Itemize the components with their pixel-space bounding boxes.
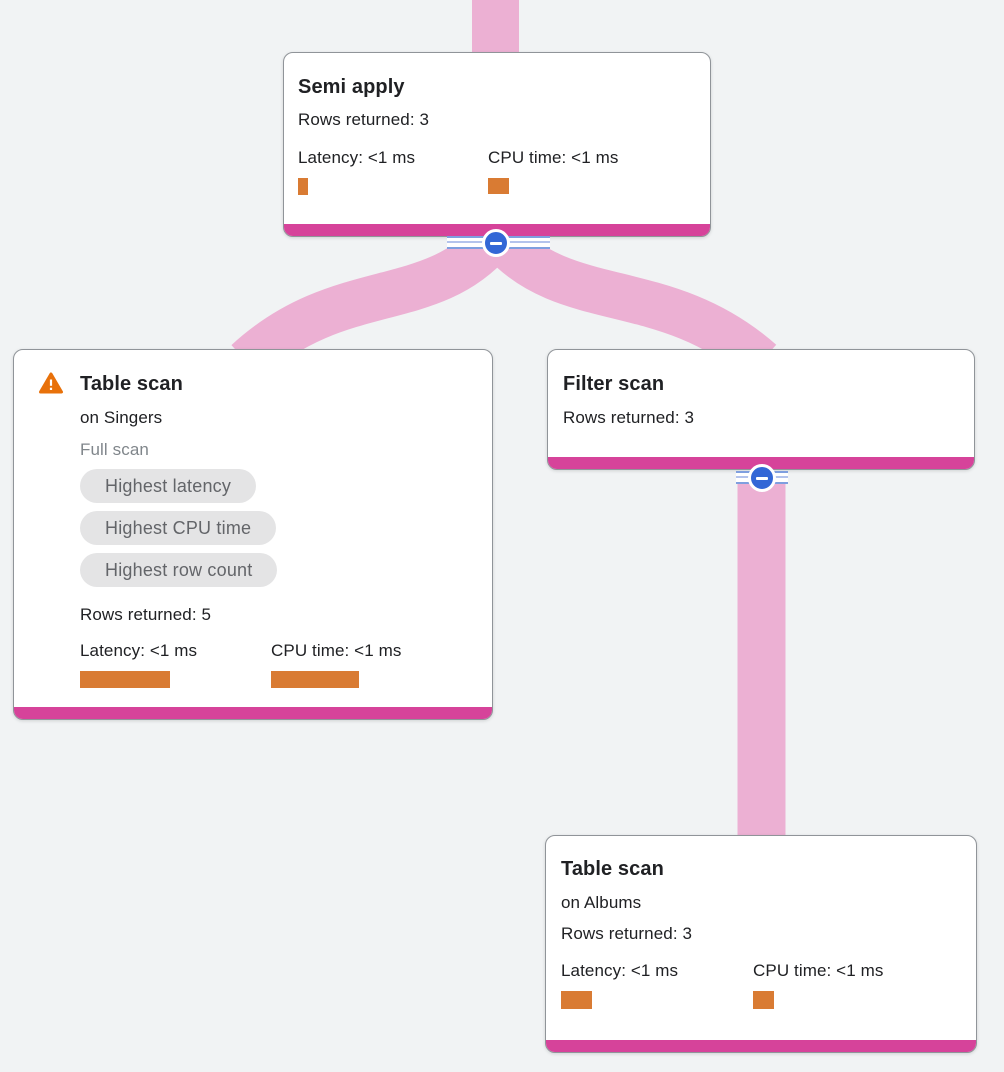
collapse-button-filter-scan[interactable] xyxy=(736,464,788,492)
rows-returned-label: Rows returned: 3 xyxy=(563,408,695,427)
node-footer-stripe xyxy=(546,1040,976,1052)
node-title: Semi apply xyxy=(298,76,405,98)
scan-type-label: Full scan xyxy=(80,440,149,459)
rows-returned-label: Rows returned: 5 xyxy=(80,605,212,624)
cpu-label: CPU time: <1 ms xyxy=(488,148,619,167)
node-footer-stripe xyxy=(548,457,974,469)
node-semi-apply[interactable]: Semi apply Rows returned: 3 Latency: <1 … xyxy=(283,52,711,237)
collapse-minus-icon[interactable] xyxy=(482,229,510,257)
edge-semi-apply-to-table-scan-singers xyxy=(231,224,510,380)
node-table-scan-albums[interactable]: Table scan on Albums Rows returned: 3 La… xyxy=(545,835,977,1053)
cpu-metric: CPU time: <1 ms xyxy=(488,147,618,195)
collapse-button-semi-apply[interactable] xyxy=(447,229,550,257)
node-title: Table scan xyxy=(80,373,183,395)
cpu-label: CPU time: <1 ms xyxy=(753,961,884,980)
rows-returned-label: Rows returned: 3 xyxy=(298,110,430,129)
cpu-bar xyxy=(753,991,774,1009)
latency-bar xyxy=(80,671,170,688)
cpu-label: CPU time: <1 ms xyxy=(271,641,402,660)
badge-highest-cpu-time: Highest CPU time xyxy=(80,511,277,545)
latency-metric: Latency: <1 ms xyxy=(298,147,488,195)
badge-list: Highest latency Highest CPU time Highest… xyxy=(80,469,476,595)
cpu-bar xyxy=(488,178,509,194)
badge-highest-row-count: Highest row count xyxy=(80,553,278,587)
cpu-metric: CPU time: <1 ms xyxy=(753,960,883,1009)
edge-semi-apply-to-filter-scan xyxy=(484,224,777,380)
metrics-row: Latency: <1 ms CPU time: <1 ms xyxy=(298,147,694,195)
metrics-row: Latency: <1 ms CPU time: <1 ms xyxy=(561,960,960,1009)
latency-metric: Latency: <1 ms xyxy=(561,960,753,1009)
node-footer-stripe xyxy=(14,707,492,719)
latency-label: Latency: <1 ms xyxy=(298,148,416,167)
cpu-bar xyxy=(271,671,359,688)
latency-metric: Latency: <1 ms xyxy=(80,640,271,688)
node-table-scan-singers[interactable]: Table scan on Singers Full scan Highest … xyxy=(13,349,493,720)
warning-icon xyxy=(39,372,63,394)
node-filter-scan[interactable]: Filter scan Rows returned: 3 xyxy=(547,349,975,470)
node-subtitle: on Albums xyxy=(561,893,642,912)
node-title-row: Table scan xyxy=(39,372,476,396)
latency-label: Latency: <1 ms xyxy=(80,641,198,660)
latency-label: Latency: <1 ms xyxy=(561,961,679,980)
rows-returned-label: Rows returned: 3 xyxy=(561,924,693,943)
node-title: Table scan xyxy=(561,858,664,880)
latency-bar xyxy=(561,991,592,1009)
node-title: Filter scan xyxy=(563,373,665,395)
collapse-minus-icon[interactable] xyxy=(748,464,776,492)
metrics-row: Latency: <1 ms CPU time: <1 ms xyxy=(80,640,476,688)
latency-bar xyxy=(298,178,308,195)
node-subtitle: on Singers xyxy=(80,408,163,427)
badge-highest-latency: Highest latency xyxy=(80,469,257,503)
cpu-metric: CPU time: <1 ms xyxy=(271,640,401,688)
